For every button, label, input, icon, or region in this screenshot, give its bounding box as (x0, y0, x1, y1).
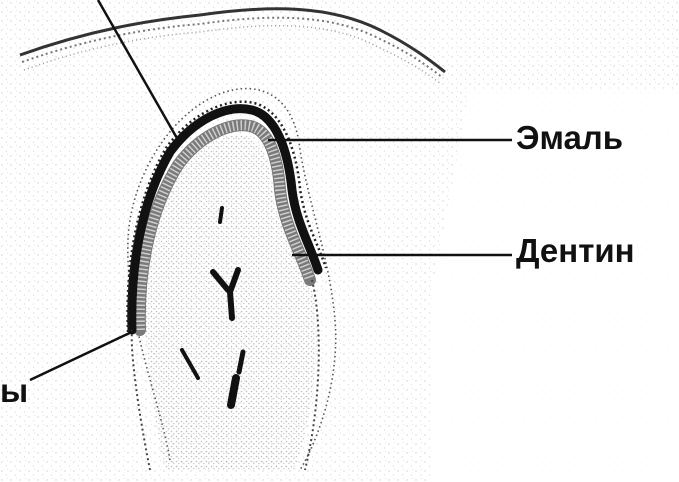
dentin-label: Дентин (516, 234, 635, 267)
cropped-left-label: ы (0, 374, 28, 407)
enamel-label: Эмаль (516, 121, 623, 154)
